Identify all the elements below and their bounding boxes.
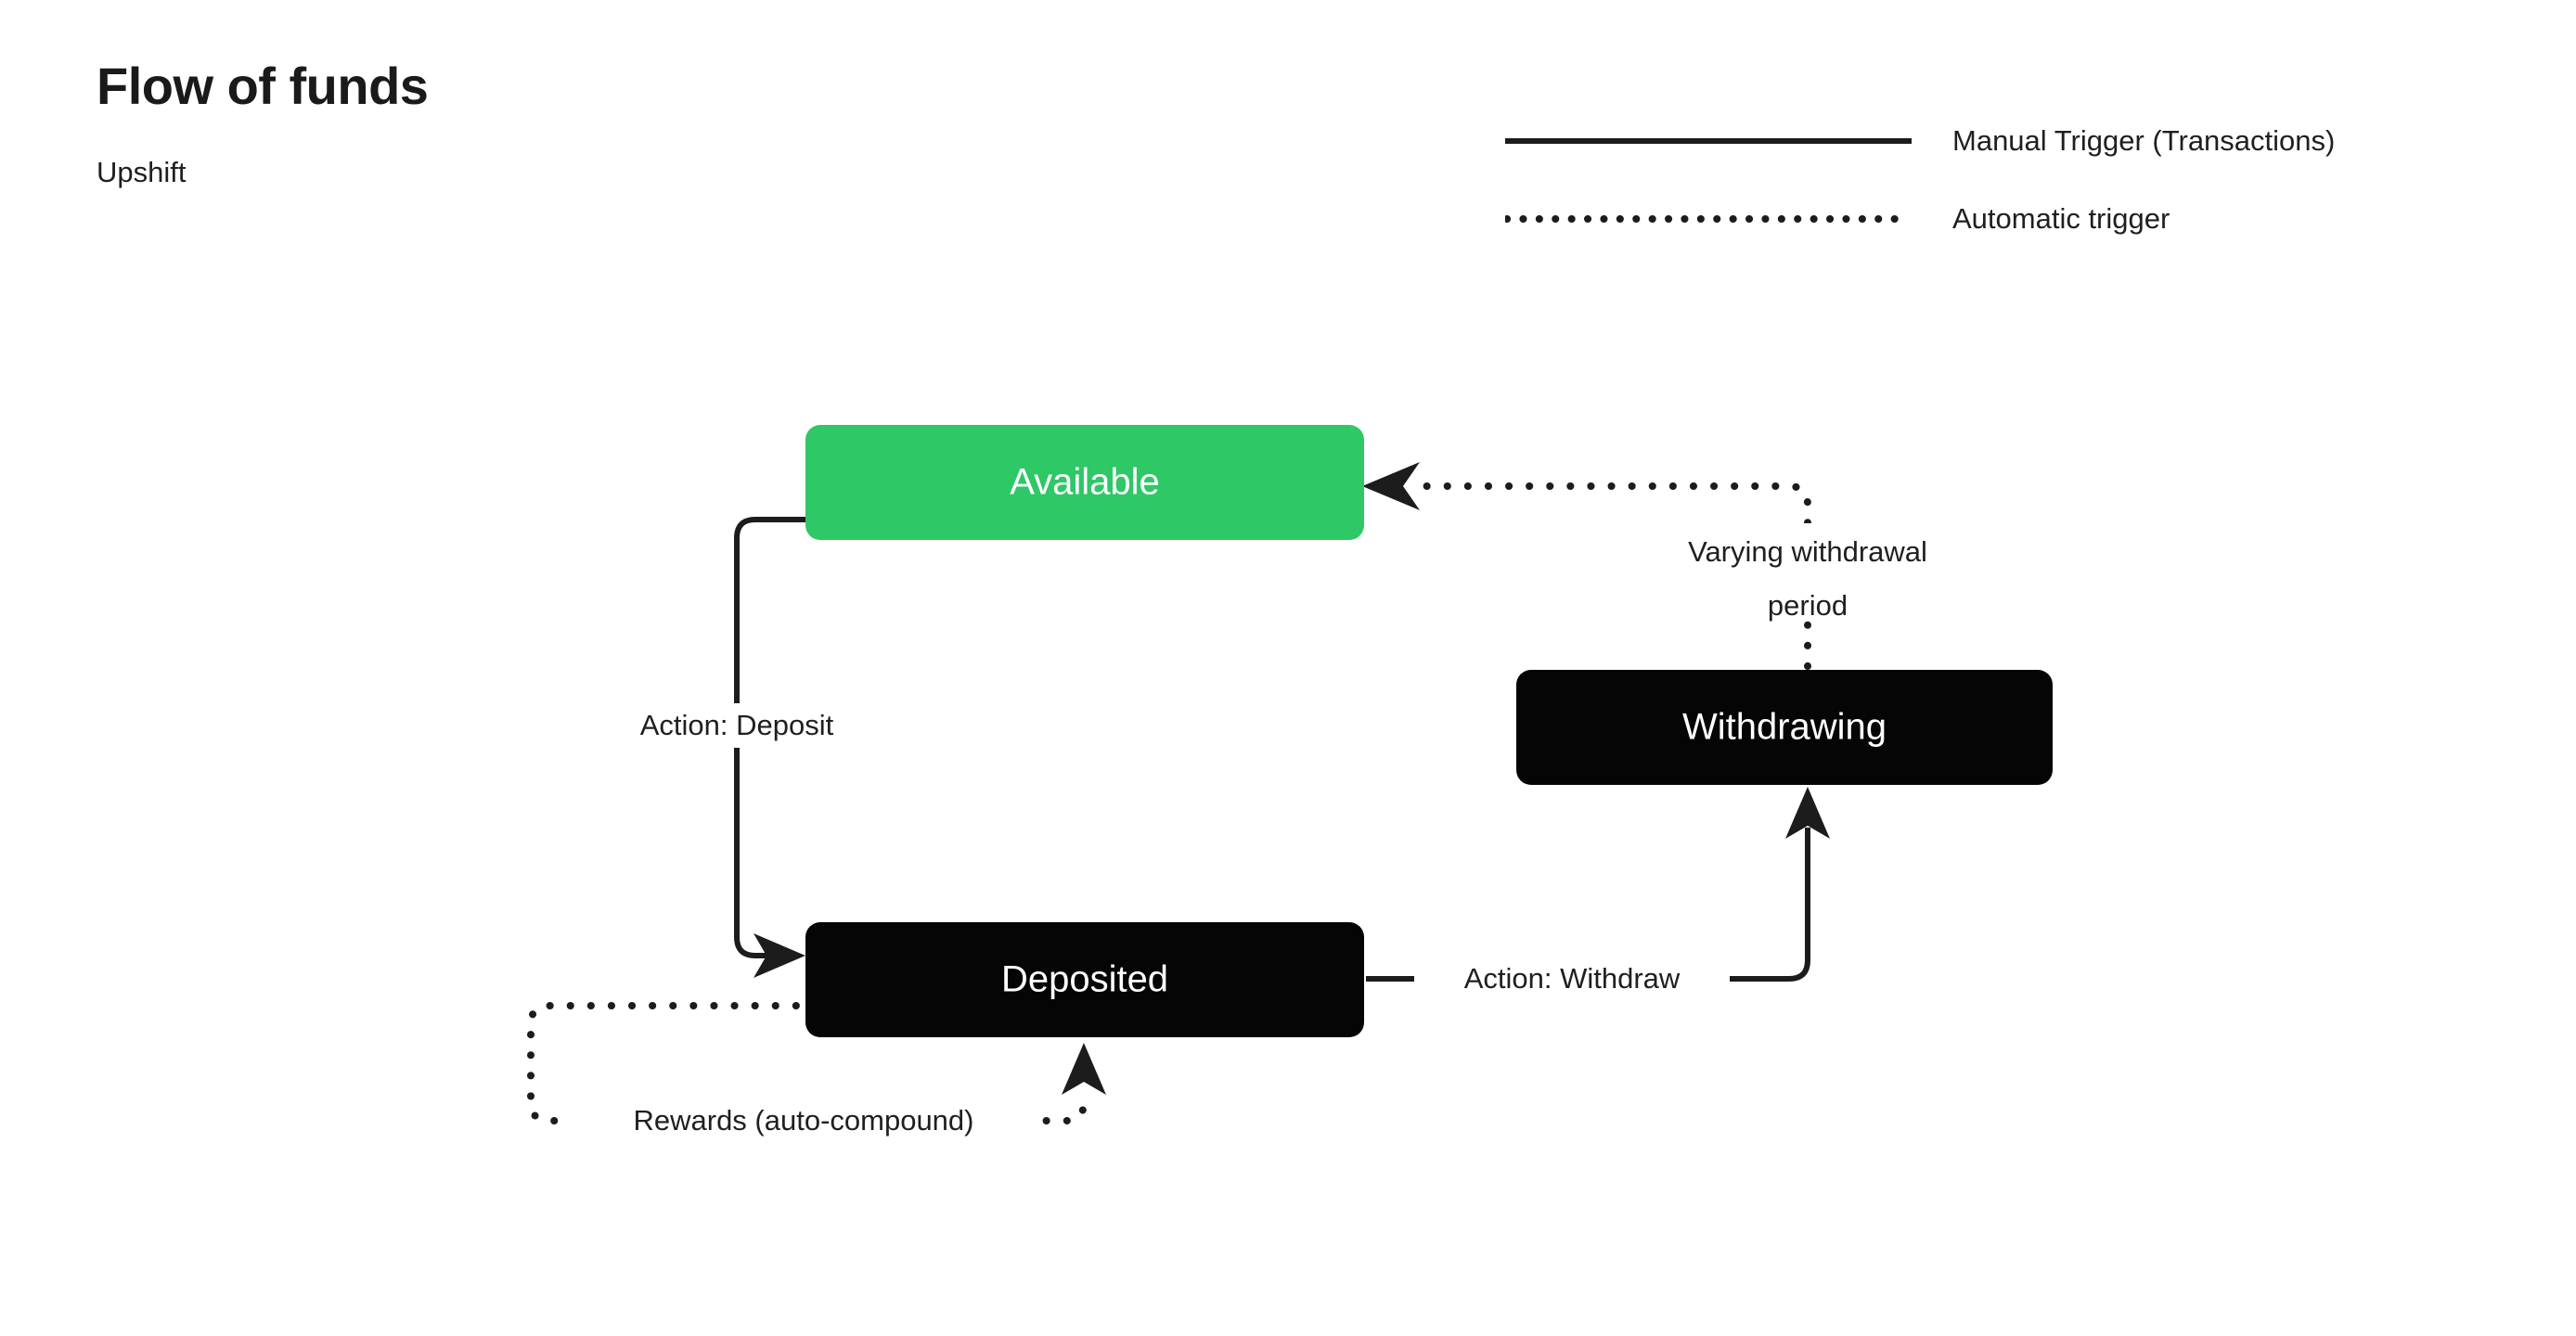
legend-item-manual-trigger: Manual Trigger (Transactions) [1505,102,2335,180]
edge-deposited-to-withdrawing: Action: Withdraw [1366,787,1830,1001]
edge-label-varying-withdrawal-line1: Varying withdrawal [1688,535,1927,568]
node-withdrawing-box[interactable] [1516,670,2053,785]
edge-path-withdraw [1366,828,1810,982]
node-withdrawing[interactable]: Withdrawing [1516,670,2053,785]
edge-available-to-deposited: Action: Deposit [590,517,887,978]
header-block: Flow of funds Upshift [97,57,429,189]
edge-deposited-self-loop-rewards: Rewards (auto-compound) [527,1002,1106,1143]
arrow-head-withdraw [1785,787,1830,839]
edge-path-varying-withdrawal [1405,482,1811,670]
legend-item-automatic-trigger: Automatic trigger [1505,180,2192,258]
edge-label-deposit: Action: Deposit [640,709,834,741]
legend-dotted-line-swatch [1505,210,1912,228]
edge-label-backdrop-withdraw [1414,957,1730,1001]
node-withdrawing-label: Withdrawing [1682,707,1887,748]
legend-label-manual-trigger: Manual Trigger (Transactions) [1952,124,2336,157]
dotted-line-icon [1505,215,1912,223]
arrow-head-rewards [1062,1043,1106,1095]
arrow-head-deposit [753,933,805,978]
node-deposited-box[interactable] [805,922,1364,1037]
edge-label-rewards: Rewards (auto-compound) [633,1104,973,1137]
edge-label-backdrop-varying-withdrawal [1622,523,1993,616]
node-available[interactable]: Available [805,425,1364,540]
legend-label-automatic-trigger: Automatic trigger [1952,202,2170,235]
node-deposited[interactable]: Deposited [805,922,1364,1037]
page-title: Flow of funds [97,57,429,115]
legend-solid-line-swatch [1505,132,1912,150]
node-available-box[interactable] [805,425,1364,540]
node-deposited-label: Deposited [1001,959,1168,1000]
edge-label-withdraw: Action: Withdraw [1464,962,1681,995]
edge-label-backdrop-deposit [590,703,887,748]
arrow-head-varying-withdrawal [1362,462,1420,510]
edge-withdrawing-to-available: Varying withdrawal period [1362,462,1993,670]
node-available-label: Available [1010,462,1160,503]
edge-path-rewards [527,1002,1088,1124]
edge-label-varying-withdrawal-line2: period [1768,589,1848,622]
edge-label-backdrop-rewards [562,1098,1041,1143]
page-subtitle: Upshift [97,155,187,188]
legend: Manual Trigger (Transactions) Automatic … [1505,102,2335,258]
solid-line-icon [1505,138,1912,144]
